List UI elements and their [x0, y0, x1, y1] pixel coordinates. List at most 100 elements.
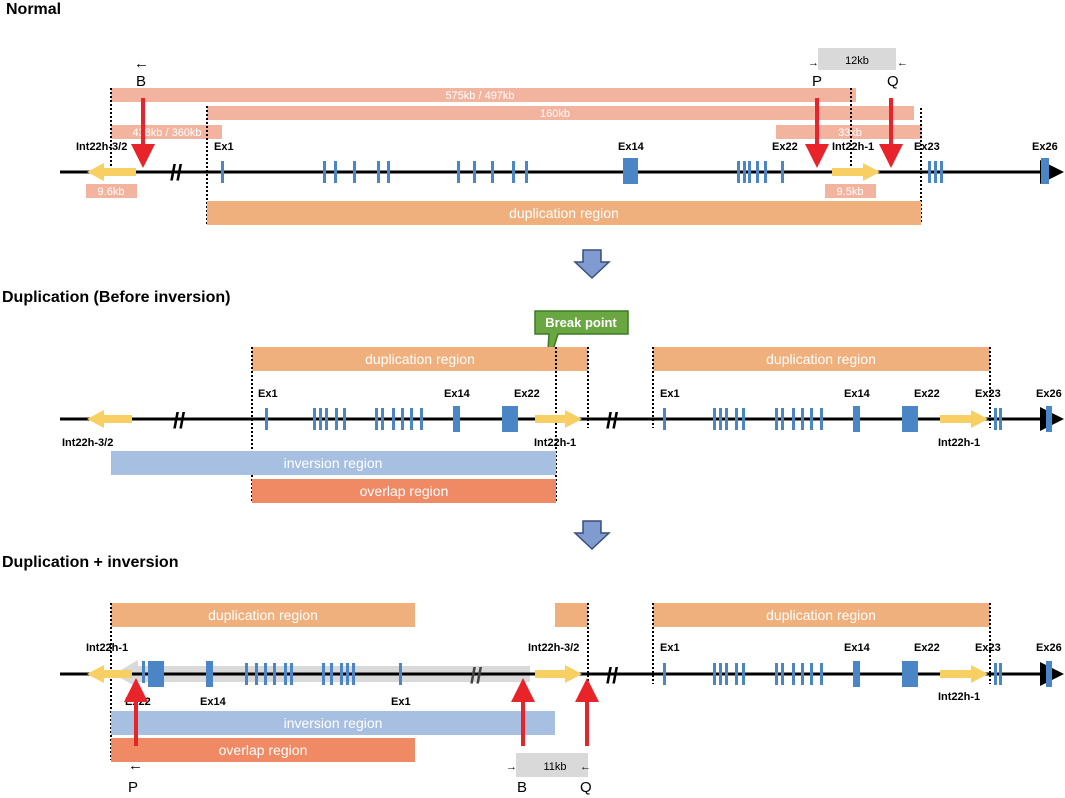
int22h1-arrow [832, 163, 880, 181]
exon [343, 408, 346, 430]
exon [265, 408, 268, 430]
duplication-region-2 [653, 347, 990, 371]
exon [352, 663, 355, 685]
exon [792, 408, 795, 430]
int22h1a-label: Int22h-1 [534, 437, 576, 449]
inversion-region-label: inversion region [284, 715, 383, 731]
exon [142, 661, 145, 683]
exon [820, 663, 823, 685]
break-mark-icon: // [173, 408, 185, 433]
bar-9-5kb [825, 184, 876, 198]
int22h32-arrow [87, 410, 132, 428]
exon [902, 406, 918, 432]
int22h32-arrow [535, 665, 582, 683]
exon [810, 663, 813, 685]
exon [420, 408, 423, 430]
exon [999, 663, 1002, 685]
duplication-region-small [555, 603, 588, 627]
bar-33kb [776, 125, 922, 139]
int22h1b-label: Int22h-1 [938, 691, 980, 703]
exon [325, 408, 328, 430]
ex1-label: Ex1 [391, 696, 411, 708]
exon [473, 161, 476, 183]
inversion-region [111, 711, 555, 735]
down-arrow-icon [573, 520, 611, 551]
exon [148, 661, 164, 687]
int22h32-label: Int22h-3/2 [62, 437, 113, 449]
ex1b-label: Ex1 [660, 388, 680, 400]
int22h1-label: Int22h-1 [832, 141, 874, 153]
exon [525, 161, 528, 183]
ex26b-label: Ex26 [1036, 642, 1062, 654]
exon [453, 406, 460, 432]
exon [719, 408, 722, 430]
exon [742, 408, 745, 430]
exon [264, 663, 267, 685]
exon [284, 663, 287, 685]
down-arrow-icon [573, 249, 611, 280]
duplication-region-2-label: duplication region [766, 351, 876, 367]
exon [999, 408, 1002, 430]
b-direction-arrow: ← [134, 55, 149, 72]
exon [934, 161, 937, 183]
b-direction-arrow: → [506, 761, 517, 773]
ex22b-label: Ex22 [914, 642, 940, 654]
exon [781, 408, 784, 430]
duplication-region-2-label: duplication region [766, 607, 876, 623]
exon [853, 661, 860, 687]
exon-group [142, 661, 1052, 687]
int22h32-label: Int22h-3/2 [528, 642, 579, 654]
exon [623, 158, 638, 184]
exon [290, 663, 293, 685]
bar-9-6kb [86, 184, 137, 198]
p-label: P [812, 73, 822, 90]
int22h32-label: Int22h-3/2 [76, 141, 127, 153]
int22h1-label: Int22h-1 [86, 642, 128, 654]
duplication-region-1 [111, 603, 415, 627]
exon [737, 161, 740, 183]
exon [330, 663, 333, 685]
inversion-region [111, 451, 556, 475]
q-direction-arrow: ← [580, 761, 591, 773]
exon [375, 408, 378, 430]
bar-575kb [111, 88, 856, 102]
exon [273, 663, 276, 685]
bar-9-6kb-label: 9.6kb [98, 186, 125, 198]
exon [334, 161, 337, 183]
exon [725, 408, 728, 430]
q-direction-arrow: ← [897, 57, 908, 69]
ex23b-label: Ex23 [975, 642, 1001, 654]
exon [735, 408, 738, 430]
section-title-dup-inversion: Duplication + inversion [2, 554, 178, 571]
int22h1-arrow [940, 665, 988, 683]
inversion-region-label: inversion region [284, 455, 383, 471]
exon [1046, 661, 1052, 687]
section-title-normal: Normal [6, 1, 61, 18]
bar-160kb-label: 160kb [540, 108, 570, 120]
exon [735, 663, 738, 685]
break-mark-icon: // [170, 160, 182, 185]
b-label: B [136, 73, 146, 90]
ex14b-label: Ex14 [844, 642, 871, 654]
bar-160kb [207, 106, 914, 120]
exon [313, 408, 316, 430]
bar-438kb [111, 125, 222, 139]
ex14-label: Ex14 [618, 141, 645, 153]
kb11-label: 11kb [543, 761, 566, 773]
overlap-region-label: overlap region [219, 742, 308, 758]
exon [719, 663, 722, 685]
exon-group [221, 158, 1049, 184]
p-direction-arrow: ← [128, 757, 143, 774]
exon [377, 161, 380, 183]
exon [775, 408, 778, 430]
exon [902, 661, 918, 687]
overlap-region-label: overlap region [360, 483, 449, 499]
exon [353, 161, 356, 183]
exon [399, 663, 402, 685]
p-label: P [128, 779, 138, 796]
int22h1b-label: Int22h-1 [938, 437, 980, 449]
exon [725, 663, 728, 685]
ex14a-label: Ex14 [444, 388, 471, 400]
overlap-region [252, 479, 556, 503]
